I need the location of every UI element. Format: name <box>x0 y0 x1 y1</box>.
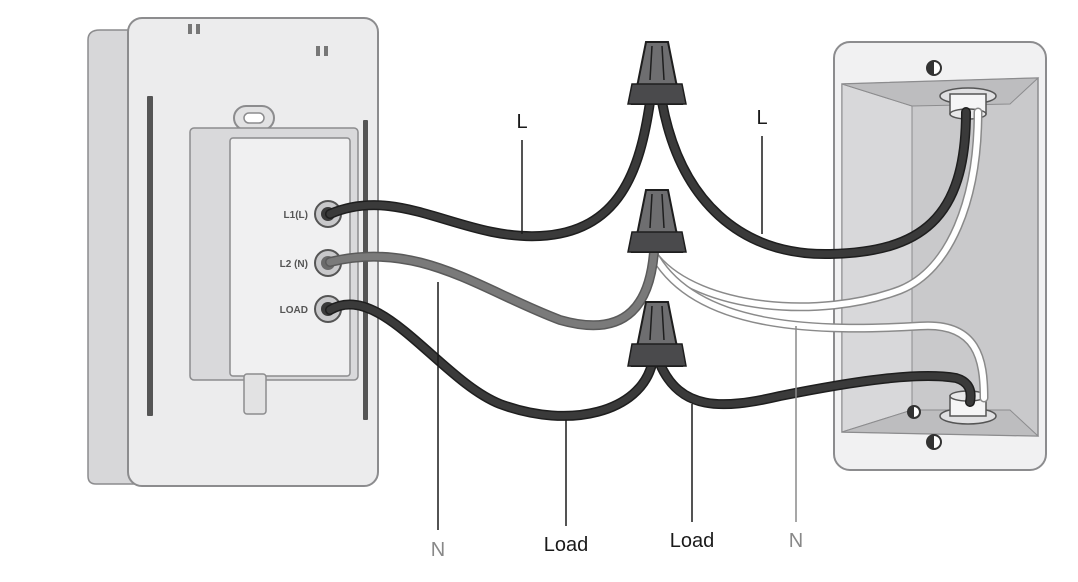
wire-nut-neutral <box>627 189 687 253</box>
terminal-label-load: LOAD <box>280 305 308 316</box>
neutral-grey-wire <box>325 247 659 331</box>
load-wire-right <box>655 359 976 410</box>
label-line-right: L <box>756 107 767 129</box>
neutral-white-wire-bottom <box>651 253 989 403</box>
label-line-left: L <box>516 111 527 133</box>
terminal-label-l2: L2 (N) <box>280 259 308 270</box>
line-wire-left <box>325 97 655 242</box>
label-neutral-left: N <box>431 539 445 561</box>
load-wire-left <box>325 299 657 421</box>
label-load-left: Load <box>544 534 589 556</box>
terminal-label-l1: L1(L) <box>284 210 308 221</box>
wires <box>325 97 989 421</box>
screw-icon <box>926 60 942 76</box>
switch-device: L1(L) L2 (N) LOAD <box>87 17 379 487</box>
wire-nut-load <box>627 301 687 367</box>
label-load-right: Load <box>670 530 715 552</box>
screw-icon <box>926 434 942 450</box>
label-neutral-right: N <box>789 530 803 552</box>
neutral-white-wire-top <box>651 107 983 312</box>
screw-icon <box>907 405 921 419</box>
leader-lines <box>437 136 797 530</box>
wire-nut-line <box>627 41 687 105</box>
line-wire-right <box>657 97 971 260</box>
